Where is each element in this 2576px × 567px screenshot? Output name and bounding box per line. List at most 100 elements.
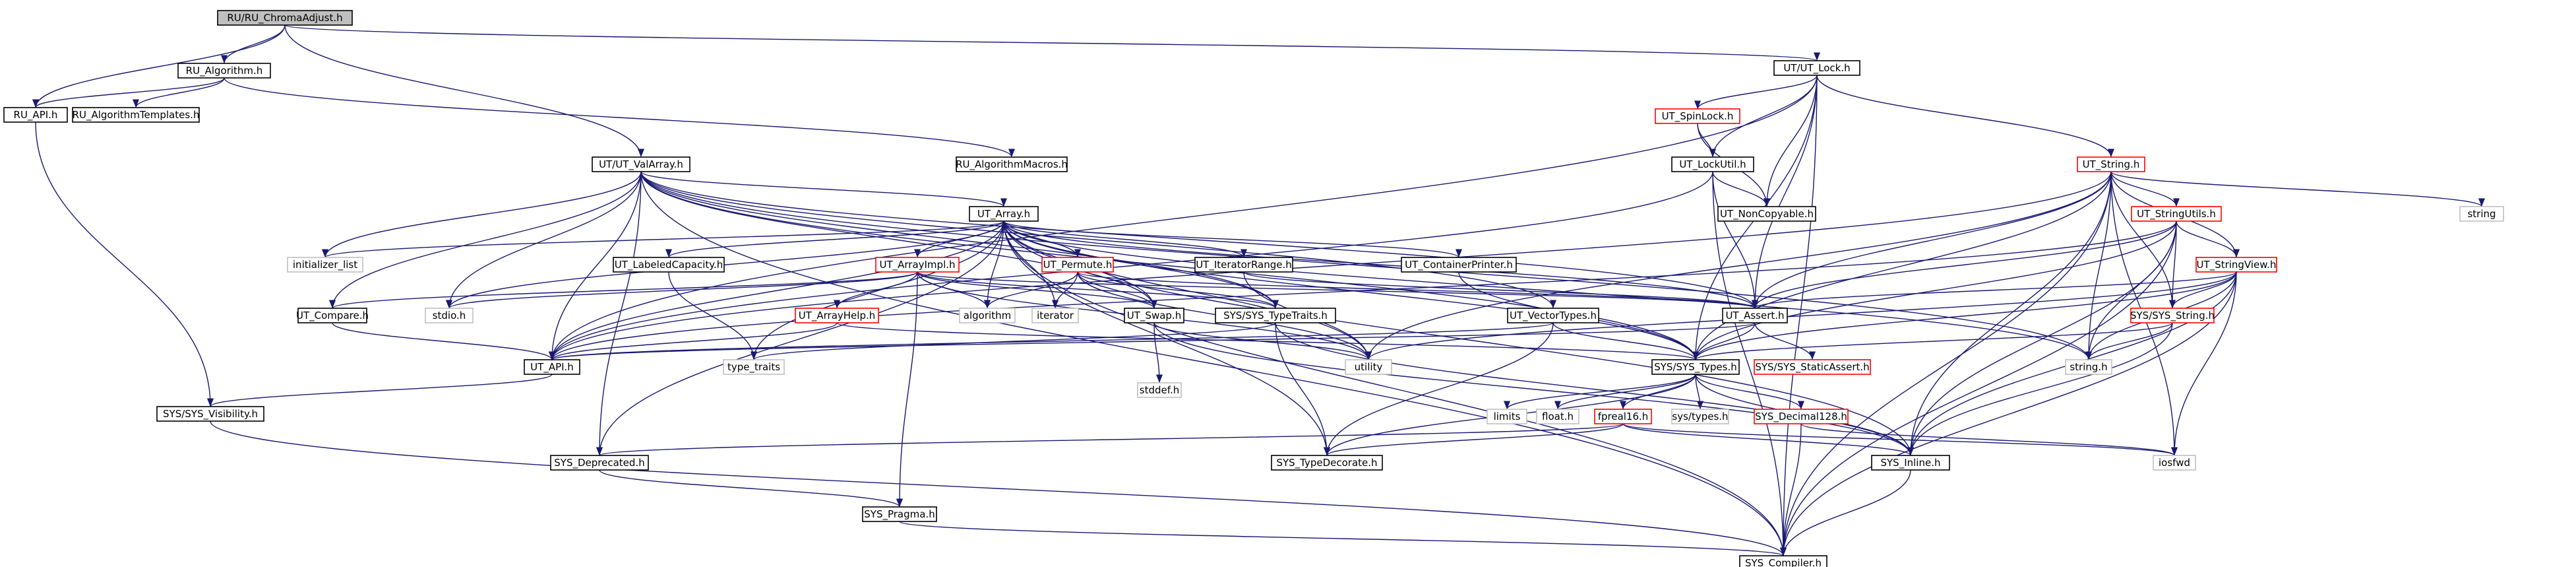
include-edge-sys_visibility-to-sys_compiler <box>210 420 1787 556</box>
node-sys-visibility[interactable]: SYS/SYS_Visibility.h <box>156 406 264 422</box>
node-ut-noncopyable[interactable]: UT_NonCopyable.h <box>1717 206 1816 222</box>
include-edge-sys_string-to-string_h <box>2085 322 2173 360</box>
node-ut-array[interactable]: UT_Array.h <box>969 206 1039 222</box>
include-edge-ut_stringview-to-sys_types <box>1692 271 2237 360</box>
node-label: fpreal16.h <box>1598 411 1649 422</box>
node-label: RU/RU_ChromaAdjust.h <box>227 12 342 24</box>
node-ut-swap[interactable]: UT_Swap.h <box>1124 308 1184 323</box>
node-box <box>1739 555 1827 567</box>
node-ut-vectortypes[interactable]: UT_VectorTypes.h <box>1507 308 1599 323</box>
dependency-edges <box>32 24 2485 556</box>
include-edge-ut_string-to-ut_stringutils <box>2110 171 2180 207</box>
node-ut-arrayimpl[interactable]: UT_ArrayImpl.h <box>875 257 960 273</box>
node-label: limits <box>1494 411 1521 422</box>
node-ut-assert[interactable]: UT_Assert.h <box>1722 308 1788 323</box>
node-algorithm: algorithm <box>959 308 1016 323</box>
include-edge-sys_pragma-to-sys_compiler <box>899 521 1787 556</box>
node-box <box>723 359 785 375</box>
node-label: string.h <box>2070 361 2107 373</box>
node-ut-lockutil[interactable]: UT_LockUtil.h <box>1671 156 1754 172</box>
include-edge-ut_stringutils-to-sys_compiler <box>1779 220 2177 556</box>
include-edge-ut_lock-to-ut_assert <box>1751 75 1818 309</box>
include-edge-ut_array-to-sys_compiler <box>1003 220 1787 556</box>
node-label: UT_Swap.h <box>1127 310 1181 322</box>
include-edge-ut_stringutils-to-sys_string <box>2168 220 2177 309</box>
include-edge-ut_vectortypes-to-sys_typedecorate <box>1324 322 1554 456</box>
include-edge-ut_spinlock-to-ut_lockutil <box>1697 123 1717 158</box>
node-box <box>2065 359 2112 375</box>
node-sys-decimal128[interactable]: SYS_Decimal128.h <box>1754 409 1849 424</box>
node-box <box>862 506 937 522</box>
include-edge-ut_swap-to-sys_inline <box>1153 322 1914 456</box>
include-edge-fpreal16-to-sys_inline <box>1622 423 1914 456</box>
node-label: UT_StringView.h <box>2197 259 2277 271</box>
node-ut-compare[interactable]: UT_Compare.h <box>296 308 369 323</box>
node-string: string <box>2459 206 2504 222</box>
node-ut-labeledcapacity[interactable]: UT_LabeledCapacity.h <box>613 257 725 273</box>
node-box <box>1401 257 1517 273</box>
node-box <box>1671 409 1729 424</box>
node-ut-string[interactable]: UT_String.h <box>2077 156 2145 172</box>
node-root[interactable]: RU/RU_ChromaAdjust.h <box>217 10 353 26</box>
include-edge-sys_inline-to-sys_compiler <box>1780 469 1911 556</box>
node-label: UT_LockUtil.h <box>1679 158 1746 171</box>
node-ut-spinlock[interactable]: UT_SpinLock.h <box>1655 108 1740 124</box>
node-stdio: stdio.h <box>425 308 474 323</box>
node-sys-pragma[interactable]: SYS_Pragma.h <box>862 506 937 522</box>
node-ut-permute[interactable]: UT_Permute.h <box>1041 257 1114 273</box>
node-label: algorithm <box>964 310 1011 321</box>
include-edge-ut_valarray-to-ut_vectortypes <box>640 171 1556 309</box>
node-sys-string[interactable]: SYS/SYS_String.h <box>2130 308 2215 323</box>
include-edge-ut_stringutils-to-ut_assert <box>1752 220 2177 309</box>
node-ru-algorithm[interactable]: RU_Algorithm.h <box>177 63 271 79</box>
node-label: UT_SpinLock.h <box>1662 110 1734 123</box>
node-sys-typedecorate[interactable]: SYS_TypeDecorate.h <box>1271 455 1383 471</box>
node-box <box>1507 308 1599 323</box>
include-edge-ut_lock-to-ut_string <box>1816 75 2114 158</box>
include-edge-ut_string-to-sys_compiler <box>1779 171 2112 556</box>
node-ut-lock[interactable]: UT/UT_Lock.h <box>1773 60 1860 76</box>
node-label: UT/UT_ValArray.h <box>599 158 683 171</box>
include-edge-fpreal16-to-iosfwd <box>1622 423 2178 456</box>
node-fpreal16[interactable]: fpreal16.h <box>1594 409 1652 424</box>
node-box <box>3 107 68 123</box>
include-edge-ut_stringutils-to-sys_types <box>1692 220 2177 360</box>
include-edge-ut_string-to-string <box>2110 171 2485 207</box>
include-edge-ut_array-to-initializer_list <box>322 220 1004 258</box>
include-edge-ru_algorithm-to-ru_algtemplates <box>133 77 225 108</box>
node-sys-compiler[interactable]: SYS_Compiler.h <box>1739 555 1827 567</box>
include-edge-ut_swap-to-utility <box>1153 322 1372 360</box>
node-box <box>524 359 580 375</box>
node-ru-api[interactable]: RU_API.h <box>3 107 68 123</box>
include-edge-ut_assert-to-ut_api <box>549 322 1756 360</box>
include-edge-ut_array-to-sys_deprecated <box>596 220 1004 456</box>
include-edge-ut_string-to-sys_types <box>1692 171 2112 360</box>
node-sys-types[interactable]: SYS/SYS_Types.h <box>1651 359 1740 375</box>
node-label: UT_NonCopyable.h <box>1720 208 1814 220</box>
include-edge-root-to-ut_lock <box>284 24 1820 61</box>
node-box <box>550 455 649 471</box>
include-edge-ut_array-to-ut_containerprinter <box>1003 220 1462 258</box>
node-ut-stringview[interactable]: UT_StringView.h <box>2195 257 2277 273</box>
node-ut-iteratorrange[interactable]: UT_IteratorRange.h <box>1194 257 1293 273</box>
node-ru-algmacros[interactable]: RU_AlgorithmMacros.h <box>956 156 1068 172</box>
node-sys-staticassert[interactable]: SYS/SYS_StaticAssert.h <box>1754 359 1871 375</box>
node-string-h: string.h <box>2065 359 2112 375</box>
node-box <box>1215 308 1336 323</box>
node-ut-api[interactable]: UT_API.h <box>524 359 580 375</box>
include-edge-ut_array-to-utility <box>1003 220 1372 360</box>
include-edge-ut_valarray-to-initializer_list <box>322 171 642 258</box>
node-iterator: iterator <box>1031 308 1079 323</box>
node-sys-typetraits[interactable]: SYS/SYS_TypeTraits.h <box>1215 308 1336 323</box>
node-sys-deprecated[interactable]: SYS_Deprecated.h <box>550 455 649 471</box>
node-ru-algtemplates[interactable]: RU_AlgorithmTemplates.h <box>72 107 200 123</box>
node-label: SYS_Pragma.h <box>864 508 935 521</box>
node-ut-containerprinter[interactable]: UT_ContainerPrinter.h <box>1401 257 1517 273</box>
node-ut-stringutils[interactable]: UT_StringUtils.h <box>2131 206 2222 222</box>
node-box <box>287 257 363 273</box>
node-ut-arrayhelp[interactable]: UT_ArrayHelp.h <box>795 308 879 323</box>
node-ut-valarray[interactable]: UT/UT_ValArray.h <box>592 156 690 172</box>
node-label: UT_ContainerPrinter.h <box>1405 259 1513 271</box>
node-sys-inline[interactable]: SYS_Inline.h <box>1871 455 1950 471</box>
